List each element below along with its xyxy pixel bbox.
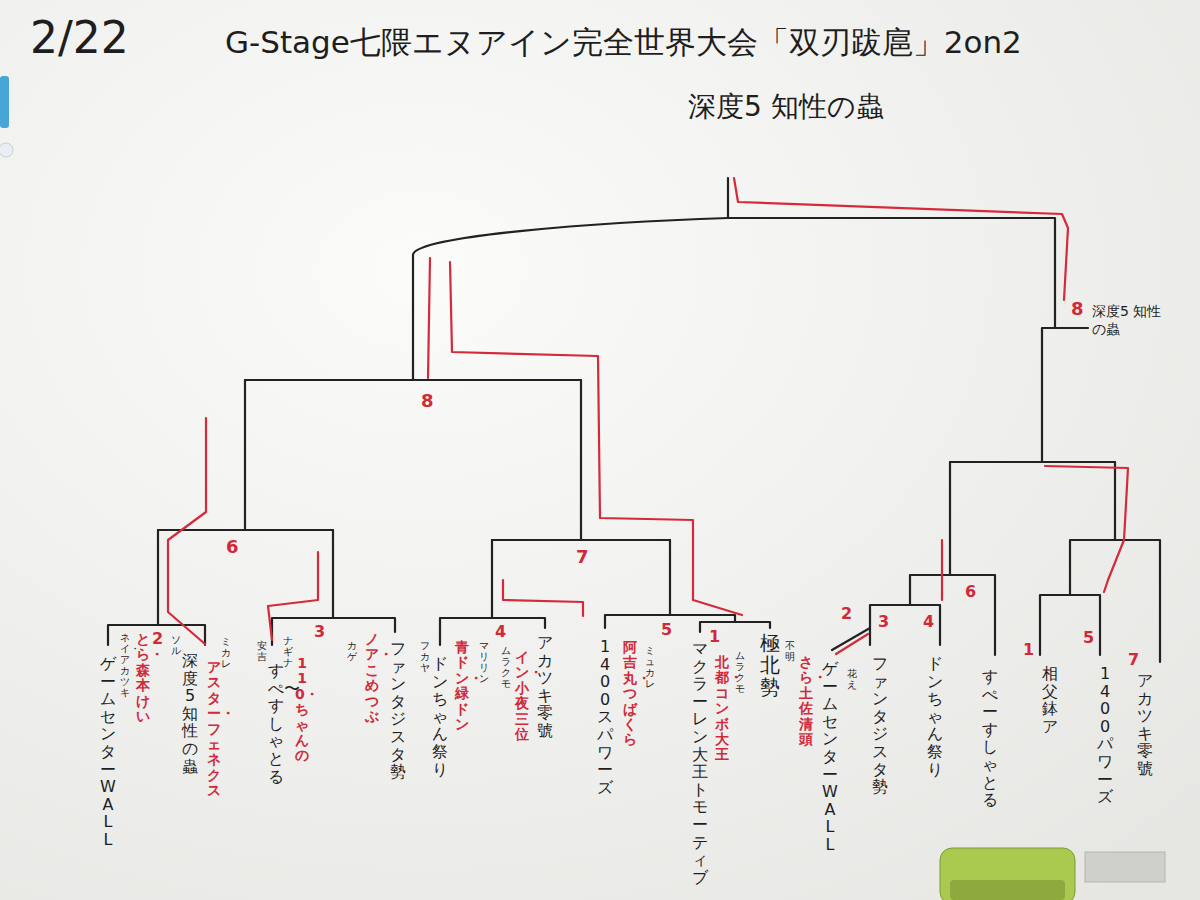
match-number: 8 [421, 390, 434, 411]
character-note: ムラクモ [735, 650, 745, 694]
match-number: 1 [709, 627, 720, 646]
match-number: 3 [878, 612, 889, 631]
bracket-line [950, 461, 1115, 463]
bracket-line [910, 575, 995, 655]
team-name: すぺーすしゃとる [982, 668, 998, 809]
bracket-line [580, 380, 582, 540]
match-number: 1 [1023, 640, 1034, 659]
member-names: 北都・コンボ大王 [715, 655, 729, 763]
date-note: 2/22 [30, 12, 129, 63]
member-names: とら・森本けい [136, 632, 150, 724]
member-names: さら・土佐清頭 [799, 655, 813, 747]
match-number: 3 [314, 622, 325, 641]
match-number: 2 [841, 604, 852, 623]
winner-line [168, 418, 206, 644]
bracket-line [870, 605, 940, 645]
character-note: 安吉 [257, 640, 267, 662]
winner-line [734, 178, 1068, 300]
bracket-lines [108, 178, 1160, 662]
bracket-line [1070, 540, 1160, 662]
bracket-line [1114, 462, 1116, 540]
bracket-line [669, 540, 671, 615]
winner-line [268, 552, 318, 640]
team-name: 1400パワーズ [1097, 665, 1113, 806]
eraser [950, 880, 1065, 900]
team-name: アカツキ零號 [537, 634, 553, 740]
match-number: 7 [576, 546, 589, 567]
character-note: 不明 [785, 640, 795, 662]
character-note: ナギナ [283, 635, 293, 668]
character-note: ネイ・アカツキ [120, 632, 130, 698]
team-name: ファンタジスタ勢 [872, 655, 888, 796]
team-name: すぺ〜すしゃとる [268, 662, 284, 785]
team-name: ゲームセンターWALL [100, 655, 116, 849]
team-name: マクラーレン大王トモーティブ [692, 640, 708, 886]
character-note: フカヤ [420, 640, 430, 673]
member-names: アスター・フェネクス [207, 660, 221, 799]
bracket-line [1042, 328, 1088, 462]
winner-line [428, 258, 430, 378]
character-note: ミュカレ [645, 645, 655, 689]
team-name: 極北勢 [760, 632, 780, 698]
member-names: 110・ちゃんの [295, 656, 309, 764]
board-tray [1085, 852, 1165, 882]
winner-line [836, 634, 868, 654]
match-number: 4 [495, 622, 506, 641]
bracket-line [332, 530, 334, 618]
bracket-line [244, 380, 246, 530]
match-number: 7 [1128, 650, 1139, 669]
team-name: ゲームセンターWALL [822, 660, 838, 854]
team-name: ドンちゃん祭り [432, 655, 448, 778]
team-name: ファンタジスタ勢 [390, 640, 406, 781]
match-number: 6 [226, 536, 239, 557]
match-number: 4 [923, 612, 934, 631]
team-name: ドンちゃん祭り [927, 655, 943, 778]
bracket-line [413, 218, 1055, 380]
bracket-line [1040, 595, 1100, 655]
member-names: イン・小夜三位 [515, 650, 529, 742]
bracket-line [832, 628, 870, 650]
bracket-line [157, 530, 159, 625]
character-note: ミカレ [221, 636, 231, 669]
character-note: マリリン [479, 640, 489, 684]
team-name: 深度5 知性の蟲 [182, 652, 198, 775]
bracket-line [491, 540, 493, 618]
member-names: 青ドン・緑ドン [455, 640, 469, 732]
tournament-title: G-Stage七隈エヌアイン完全世界大会「双刃跋扈」2on2 [225, 22, 1022, 64]
match-number: 5 [1083, 628, 1094, 647]
match-number: 8 [1071, 298, 1084, 319]
match-number: 6 [965, 582, 976, 601]
winner-line [503, 580, 583, 616]
winner-note: 深度5 知性の蟲 [1092, 303, 1164, 338]
magnet [0, 76, 9, 128]
bracket-line [727, 178, 729, 218]
winner-lines [168, 178, 1128, 654]
eraser [940, 848, 1075, 900]
winner-line [450, 262, 742, 615]
character-note: ソル [171, 634, 181, 656]
character-note: 花え [847, 668, 857, 690]
magnet [0, 143, 13, 157]
team-name: 1400スパワーズ [597, 638, 613, 796]
team-name: アカツキ零號 [1137, 672, 1153, 778]
match-number: 2 [152, 629, 163, 648]
winner-line [941, 540, 943, 600]
bracket-line [949, 462, 951, 575]
winner-line [1045, 466, 1128, 592]
member-names: ノア・こめつぶ [365, 632, 379, 724]
character-note: カゲ [347, 640, 357, 662]
character-note: ムラクモ [501, 645, 511, 689]
winner-heading: 深度5 知性の蟲 [688, 88, 884, 126]
member-names: 阿吉丸・つばくら [623, 640, 637, 748]
team-name: 相父鉢ア [1042, 665, 1058, 735]
match-number: 5 [661, 620, 672, 639]
